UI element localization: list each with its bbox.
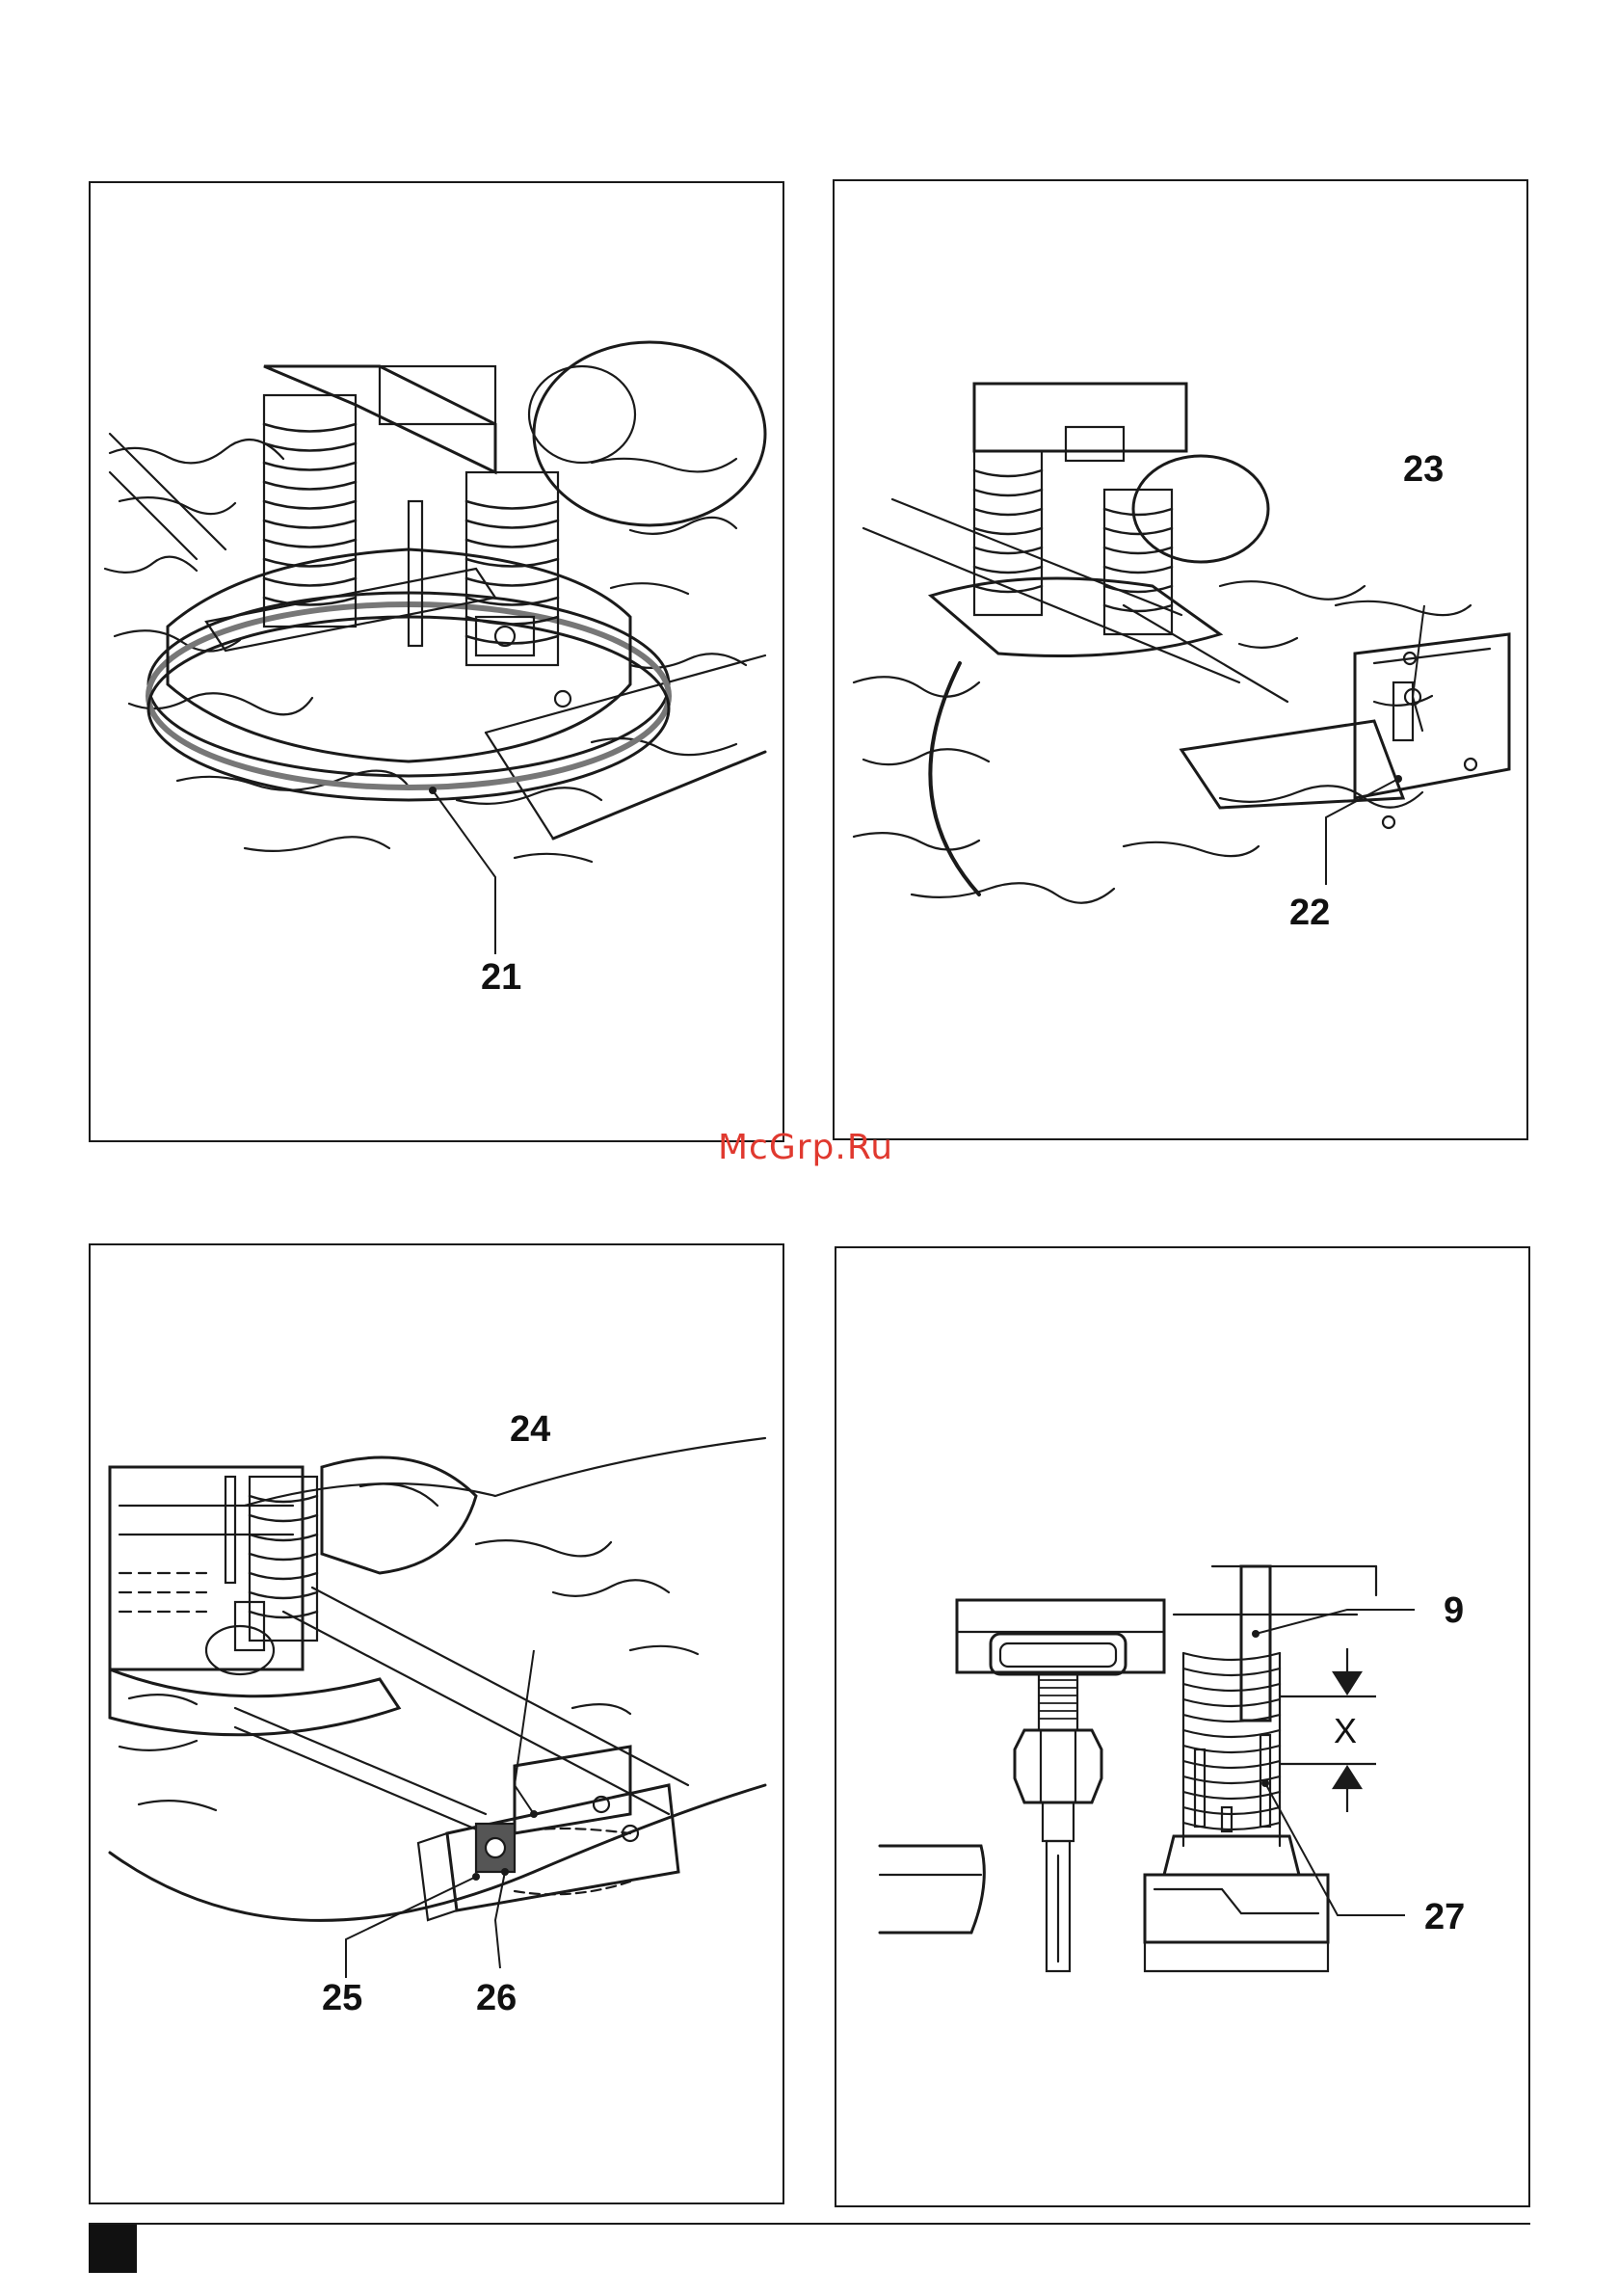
figure-panel-a: 21 (89, 181, 784, 1142)
router-guide-adjust-illustration (91, 1245, 784, 2204)
watermark: McGrp.Ru (718, 1128, 893, 1167)
router-with-guide-illustration (835, 181, 1528, 1140)
router-base-illustration (91, 183, 784, 1142)
callout-9: 9 (1444, 1592, 1464, 1629)
callout-25: 25 (322, 1980, 362, 2016)
figure-panel-c: 24 25 26 (89, 1243, 784, 2204)
figure-panel-b: 22 23 (833, 179, 1528, 1140)
callout-24: 24 (510, 1411, 550, 1448)
footer-rule (89, 2223, 1530, 2225)
dimension-label-x: X (1334, 1711, 1357, 1751)
callout-23: 23 (1403, 451, 1444, 488)
page-number-tab (89, 2225, 137, 2273)
callout-22: 22 (1289, 894, 1330, 931)
callout-26: 26 (476, 1980, 517, 2016)
figure-panel-d: 9 27 X (835, 1246, 1530, 2207)
callout-27: 27 (1424, 1899, 1465, 1936)
callout-21: 21 (481, 959, 521, 996)
depth-stop-illustration (836, 1248, 1530, 2207)
